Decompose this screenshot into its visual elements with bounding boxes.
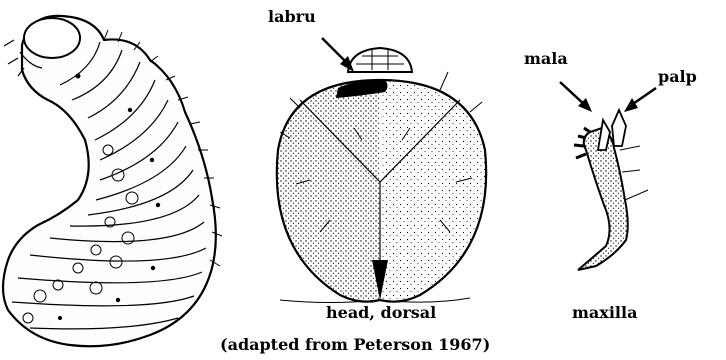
label-maxilla: maxilla: [572, 303, 637, 322]
maxilla-illustration: [560, 82, 656, 270]
mala-arrow: [560, 82, 592, 112]
labrum-arrow: [322, 38, 354, 72]
label-labrum: labru: [268, 7, 316, 26]
labrum: [348, 48, 412, 72]
label-palp: palp: [658, 67, 697, 86]
label-mala: mala: [524, 49, 568, 68]
label-credit: (adapted from Peterson 1967): [220, 335, 490, 354]
label-head-dorsal: head, dorsal: [326, 303, 436, 322]
palp-arrow: [624, 88, 656, 112]
larva-illustration: [3, 16, 222, 346]
head-dorsal-illustration: [277, 38, 486, 303]
